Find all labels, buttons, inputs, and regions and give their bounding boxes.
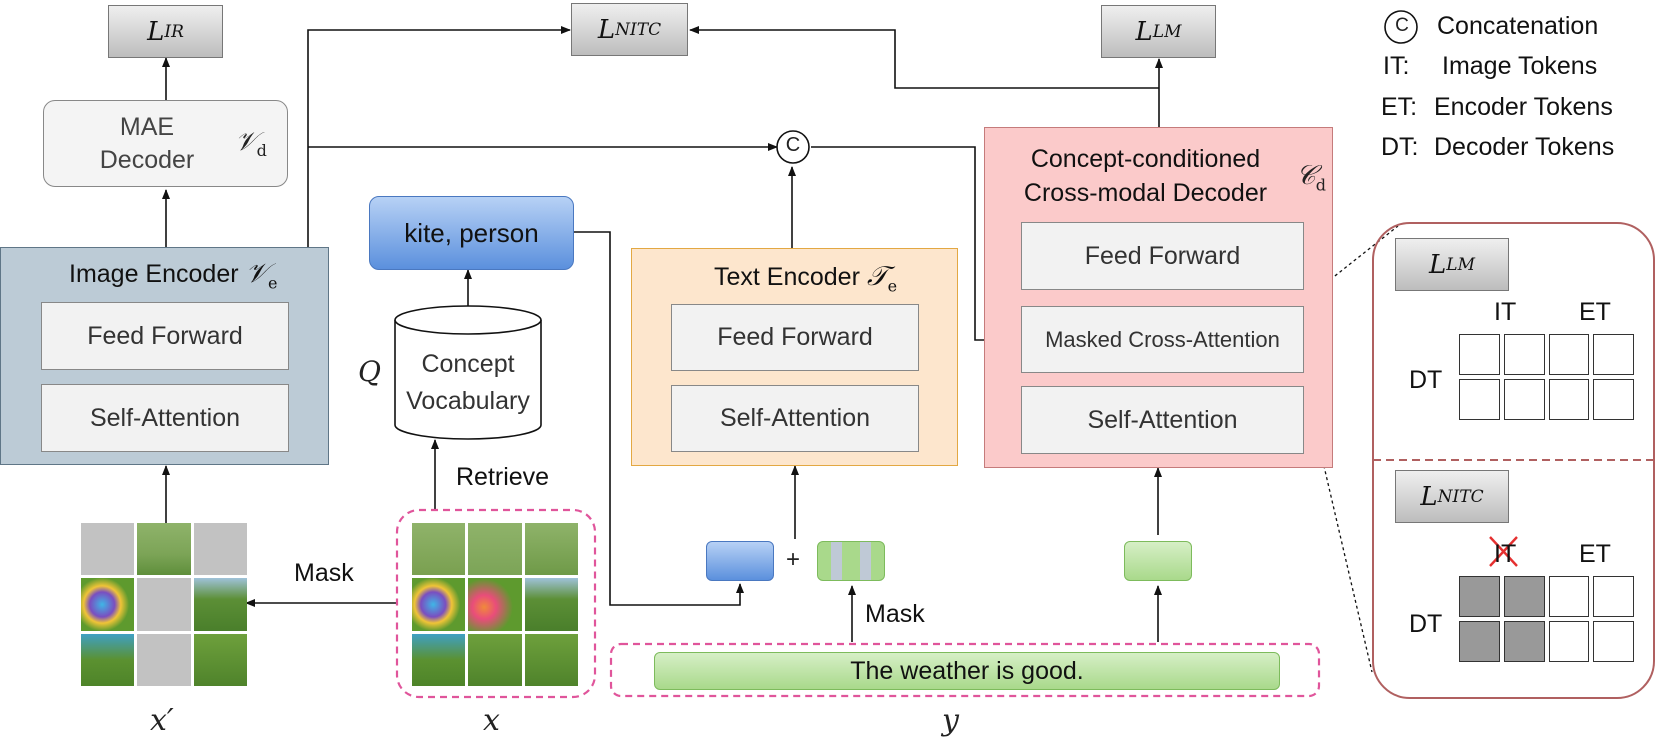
- panel-lm-et-label: ET: [1579, 298, 1611, 326]
- masked-image-patches: [81, 523, 247, 686]
- legend-et-key: ET:: [1381, 93, 1418, 121]
- concat-circle: [776, 130, 810, 164]
- decoder-feed-forward: Feed Forward: [1021, 222, 1304, 290]
- image-encoder: Image Encoder 𝒱e Feed Forward Self-Atten…: [0, 247, 329, 465]
- nitc-attention-grid: [1459, 576, 1634, 662]
- x-prime-label: x′: [150, 703, 174, 738]
- plus-symbol: +: [786, 546, 801, 573]
- vocabulary-line2: Vocabulary: [406, 387, 530, 415]
- vocabulary-line1: Concept: [421, 350, 515, 378]
- legend-it-key: IT:: [1383, 52, 1410, 80]
- decoder-title: Concept-conditioned Cross-modal Decoder: [1023, 145, 1268, 207]
- legend-decoder-tokens: Decoder Tokens: [1434, 133, 1615, 161]
- image-encoder-title: Image Encoder 𝒱e: [69, 258, 278, 293]
- legend-concatenation: Concatenation: [1437, 12, 1599, 40]
- text-mask-label: Mask: [865, 600, 925, 628]
- decoder-symbol: 𝒞d: [1296, 160, 1326, 195]
- panel-nitc-it-label: IT: [1494, 540, 1517, 568]
- legend-encoder-tokens: Encoder Tokens: [1434, 93, 1613, 121]
- image-encoder-self-attention: Self-Attention: [41, 384, 289, 452]
- original-image-patches: [412, 523, 578, 686]
- mae-decoder-line1: MAE: [119, 113, 175, 141]
- mae-decoder: MAE Decoder 𝒱d: [43, 100, 288, 187]
- caption-text: The weather is good.: [654, 652, 1280, 690]
- query-symbol: Q: [358, 355, 381, 388]
- text-encoder: Text Encoder 𝒯e Feed Forward Self-Attent…: [631, 248, 958, 466]
- concept-vocabulary: Concept Vocabulary: [395, 346, 541, 420]
- panel-lm-it-label: IT: [1494, 298, 1517, 326]
- lm-attention-grid: [1459, 334, 1634, 420]
- image-encoder-feed-forward: Feed Forward: [41, 302, 289, 370]
- decoder-self-attention: Self-Attention: [1021, 386, 1304, 454]
- concept-query-box: kite, person: [369, 196, 574, 270]
- concat-symbol: C: [785, 134, 801, 156]
- legend-concat-symbol: C: [1395, 15, 1409, 36]
- image-mask-label: Mask: [294, 559, 354, 587]
- y-label: y: [942, 703, 959, 738]
- decoder-masked-cross-attention: Masked Cross-Attention: [1021, 306, 1304, 373]
- panel-nitc-dt-label: DT: [1409, 610, 1443, 638]
- legend-dt-key: DT:: [1381, 133, 1419, 161]
- text-encoder-feed-forward: Feed Forward: [671, 304, 919, 371]
- panel-lm-dt-label: DT: [1409, 366, 1443, 394]
- mae-decoder-symbol: 𝒱d: [235, 127, 267, 161]
- masked-text-token: [817, 541, 885, 581]
- retrieve-label: Retrieve: [456, 463, 550, 491]
- legend-image-tokens: Image Tokens: [1442, 52, 1598, 80]
- decoder-text-token: [1124, 541, 1192, 581]
- cross-modal-decoder: Concept-conditioned Cross-modal Decoder …: [984, 127, 1333, 468]
- mae-decoder-line2: Decoder: [99, 146, 195, 174]
- concept-token: [706, 541, 774, 581]
- panel-nitc-et-label: ET: [1579, 540, 1611, 568]
- x-label: x: [483, 703, 500, 738]
- text-encoder-self-attention: Self-Attention: [671, 385, 919, 452]
- text-encoder-title: Text Encoder 𝒯e: [714, 261, 898, 296]
